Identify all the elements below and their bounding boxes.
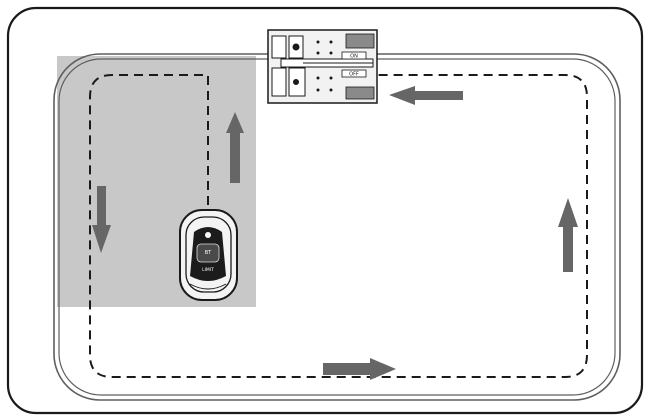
- arrow-up-icon: [226, 112, 244, 183]
- mowing-path: [89, 74, 588, 378]
- arrow-left-icon: [389, 86, 463, 105]
- arrow-down-icon: [92, 186, 111, 253]
- mower-limit-label: LIMIT: [202, 267, 214, 273]
- station-off-label: OFF: [349, 72, 359, 78]
- mower-bt-label: BT: [205, 250, 212, 256]
- robot-mower-icon: BT LIMIT: [179, 209, 238, 301]
- arrow-right-icon: [323, 358, 396, 380]
- garden-boundary: [6, 6, 644, 415]
- charging-station-icon: ON OFF: [267, 29, 378, 104]
- arrow-up-icon: [558, 198, 578, 272]
- station-on-label: ON: [350, 54, 358, 60]
